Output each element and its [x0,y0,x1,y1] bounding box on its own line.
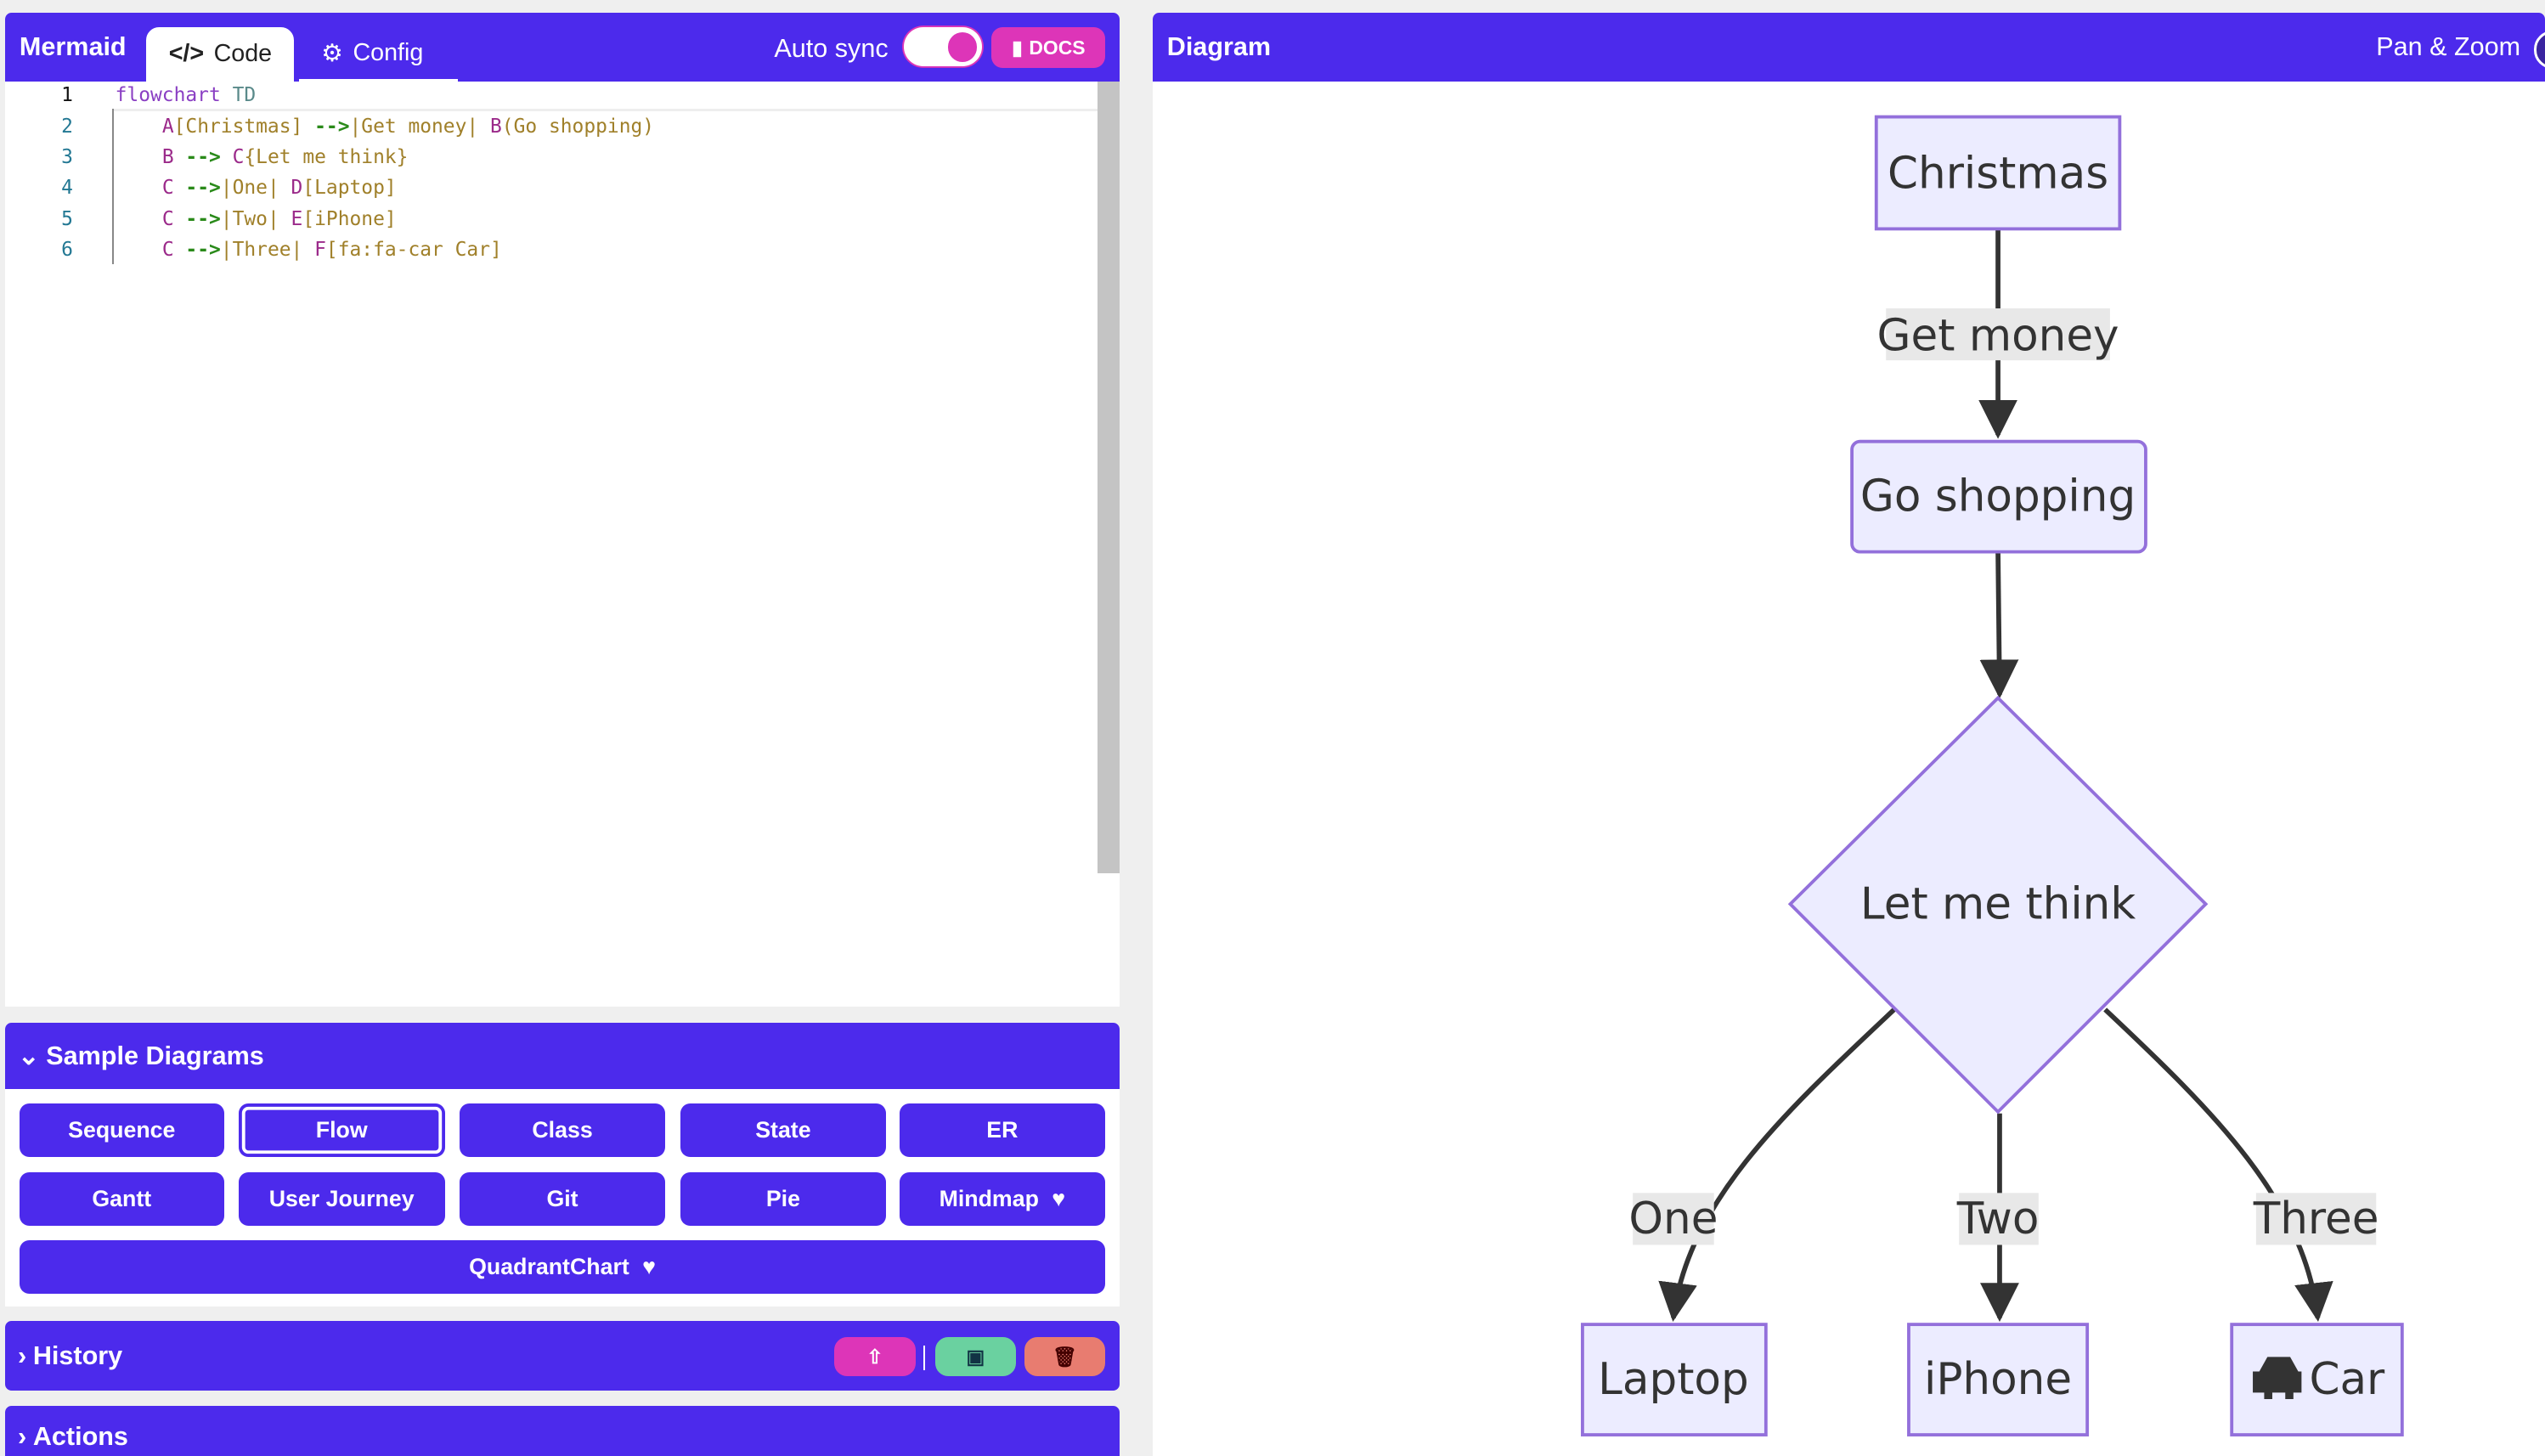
node-label: Go shopping [1860,471,2136,522]
tab-config[interactable]: ⚙ Config [298,27,458,82]
edge-c-f [2103,1007,2333,1323]
code-line: flowchart TD [115,84,257,107]
pan-zoom-label: Pan & Zoom [2376,32,2521,62]
code-icon: </> [168,40,205,68]
edge-c-d [1658,1007,1896,1323]
auto-sync-label: Auto sync [774,34,889,64]
actions-header[interactable]: ›Actions [4,1405,1120,1456]
divider [923,1345,926,1370]
save-button[interactable]: ▣ [934,1337,1017,1377]
line-number: 6 [61,238,73,261]
node-label: Let me think [1860,878,2136,929]
edge-label: Three [2253,1194,2379,1244]
diagram-header [1152,13,2545,82]
node-go-shopping[interactable] [1850,439,2147,554]
app-title: Mermaid [19,32,127,62]
sample-git-button[interactable]: Git [459,1171,666,1226]
sample-sequence-button[interactable]: Sequence [19,1103,224,1158]
sample-pie-button[interactable]: Pie [680,1171,887,1226]
line-number: 4 [61,177,73,200]
code-line: C -->|Three| F[fa:fa-car Car] [161,238,502,261]
auto-sync-toggle[interactable] [904,27,982,67]
diagram-title: Diagram [1166,32,1272,62]
node-iphone[interactable] [1907,1323,2090,1436]
sample-diagrams-panel: Sequence Flow Class State ER Gantt User … [4,1089,1120,1307]
sample-diagrams-header[interactable]: ⌄Sample Diagrams [4,1022,1120,1091]
history-header[interactable]: ›History ⇧ ▣ 🗑 [4,1321,1120,1391]
node-label: Laptop [1598,1354,1749,1405]
heart-icon: ♥ [642,1253,656,1279]
docs-button[interactable]: ▮DOCS [991,27,1106,69]
node-christmas[interactable] [1874,115,2122,231]
code-line: A[Christmas] -->|Get money| B(Go shoppin… [161,115,655,138]
sample-class-button[interactable]: Class [459,1103,666,1158]
car-icon [2253,1357,2302,1400]
heart-icon: ♥ [1052,1185,1066,1211]
tab-code[interactable]: </> Code [145,27,294,82]
edge-b-c [1979,551,2019,699]
node-label: iPhone [1924,1354,2072,1405]
edge-label: Two [1956,1194,2040,1244]
sample-mindmap-button[interactable]: Mindmap♥ [899,1171,1106,1226]
code-line: C -->|One| D[Laptop] [161,177,397,200]
sample-user-journey-button[interactable]: User Journey [238,1171,445,1226]
sample-quadrantchart-button[interactable]: QuadrantChart♥ [19,1239,1106,1294]
chevron-right-icon: › [18,1421,27,1451]
sample-gantt-button[interactable]: Gantt [19,1171,224,1226]
code-line: B --> C{Let me think} [161,145,409,168]
save-icon: ▣ [966,1345,985,1368]
edge-label: One [1628,1194,1718,1244]
book-icon: ▮ [1012,36,1023,59]
upload-button[interactable]: ⇧ [834,1337,916,1377]
upload-icon: ⇧ [866,1345,883,1368]
code-editor[interactable]: 1 2 3 4 5 6 flowchart TD A[Christmas] --… [4,81,1120,1007]
line-number: 2 [61,115,73,138]
sample-er-button[interactable]: ER [899,1103,1106,1158]
node-let-me-think[interactable] [1787,695,2209,1115]
sample-flow-button[interactable]: Flow [238,1103,445,1158]
delete-button[interactable]: 🗑 [1024,1337,1106,1377]
code-line: C -->|Two| E[iPhone] [161,207,397,230]
sample-state-button[interactable]: State [680,1103,887,1158]
chevron-right-icon: › [18,1340,27,1370]
line-number: 5 [61,207,73,230]
node-label: Car [2309,1354,2385,1405]
trash-icon: 🗑 [1052,1345,1077,1368]
line-number: 1 [61,84,73,107]
line-number: 3 [61,145,73,168]
node-laptop[interactable] [1581,1323,1768,1436]
chevron-down-icon: ⌄ [18,1041,40,1071]
node-label: Christmas [1888,148,2108,199]
gears-icon: ⚙ [321,39,343,67]
edge-label: Get money [1877,311,2119,362]
editor-scrollbar[interactable] [1097,81,1120,873]
